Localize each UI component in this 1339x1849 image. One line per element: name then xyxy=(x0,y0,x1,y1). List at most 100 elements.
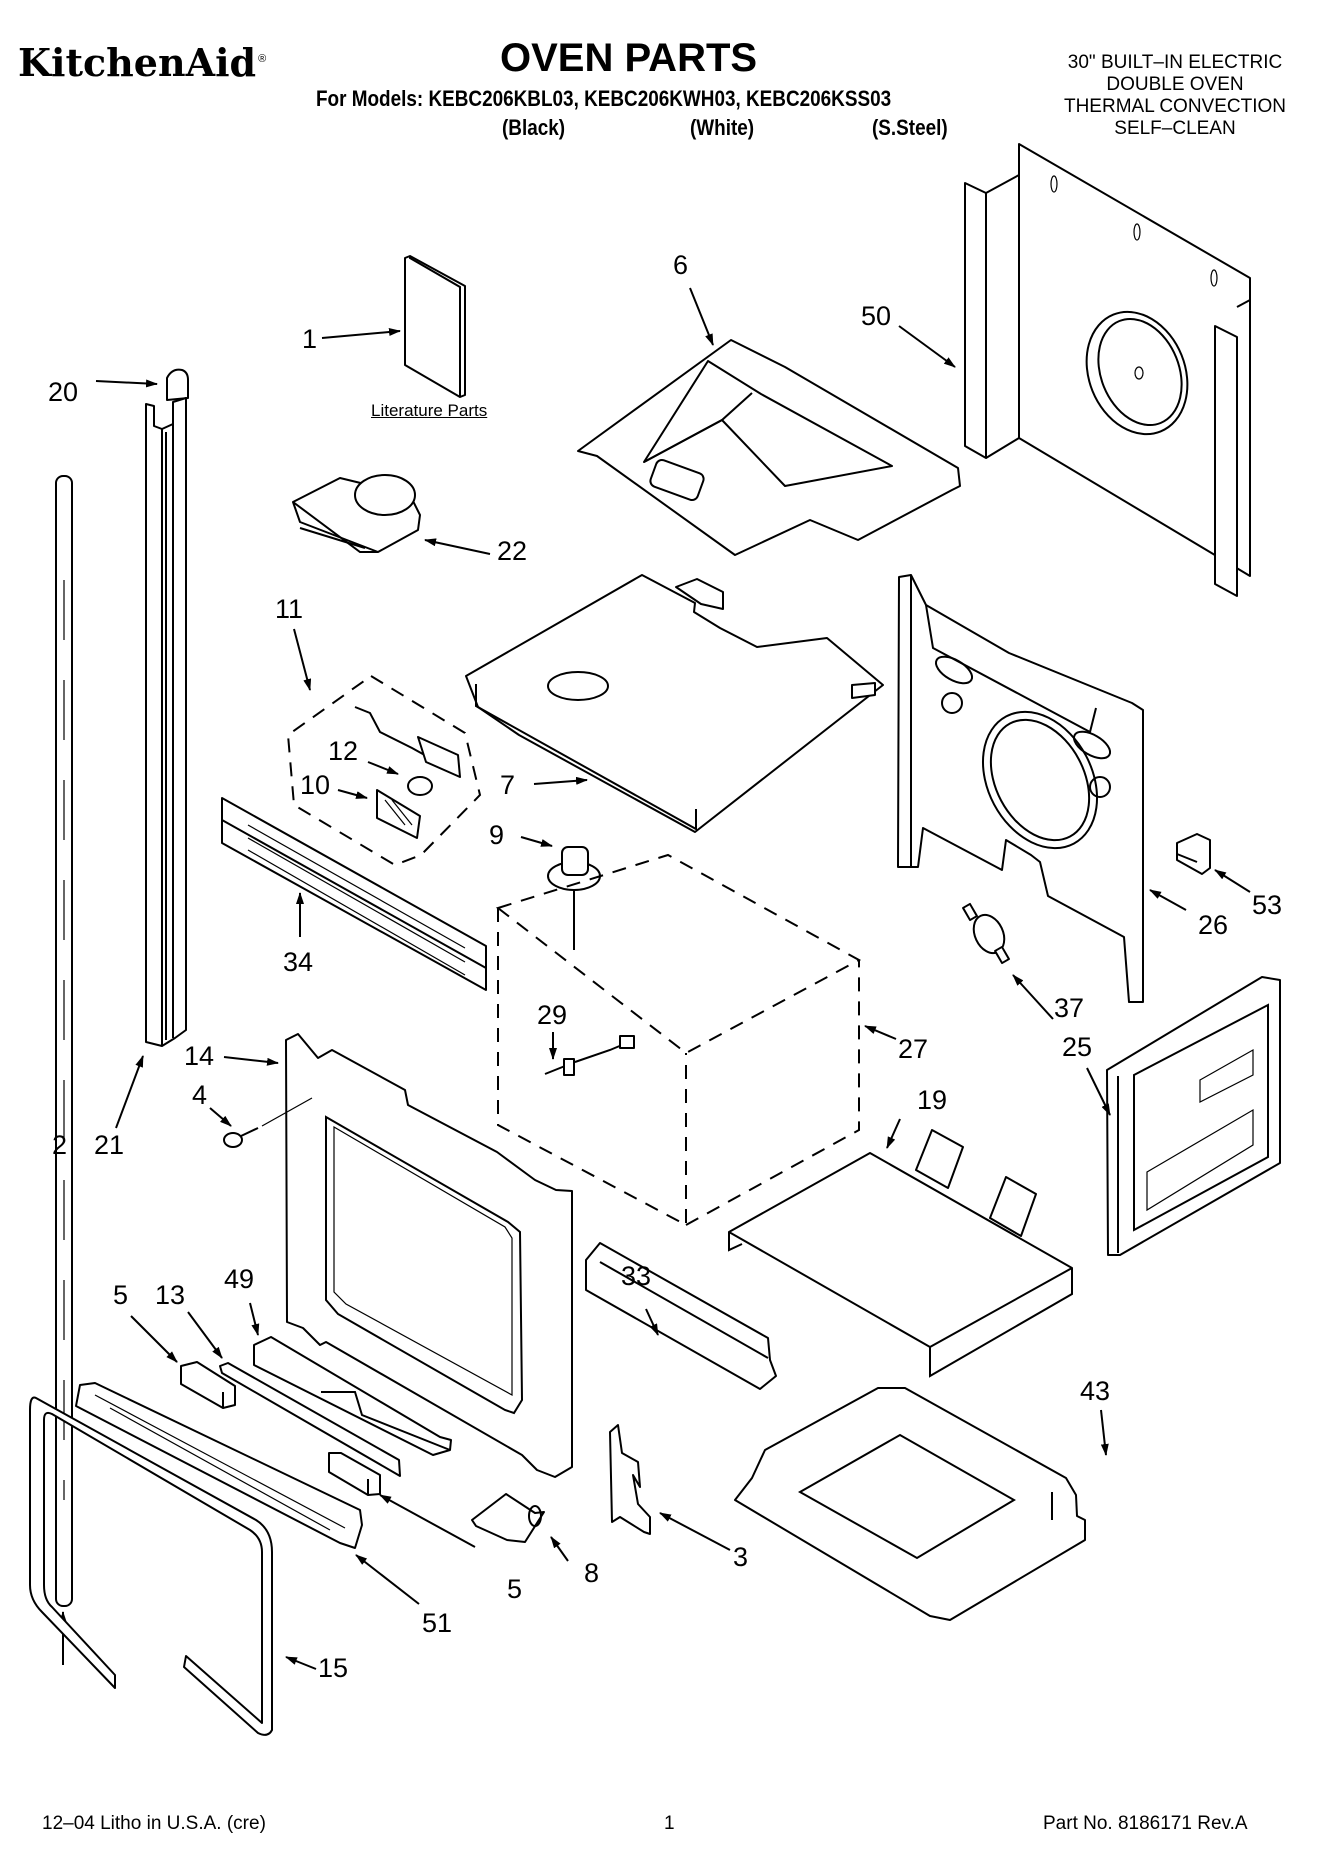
part-side-panel[interactable] xyxy=(1106,976,1281,1256)
leader-50 xyxy=(898,325,956,368)
part-vent-trim[interactable] xyxy=(75,1382,363,1549)
part-lamp-lens[interactable] xyxy=(376,789,421,839)
part-base-tray[interactable] xyxy=(734,1387,1086,1621)
part-back-plate[interactable] xyxy=(964,143,1251,597)
callout-8[interactable]: 8 xyxy=(584,1558,600,1588)
leader-13 xyxy=(187,1311,223,1359)
part-thermostat[interactable] xyxy=(962,902,1010,965)
leader-1 xyxy=(321,327,401,339)
callout-11[interactable]: 11 xyxy=(275,594,304,624)
leader-5b xyxy=(379,1494,476,1548)
callout-10[interactable]: 10 xyxy=(300,770,331,800)
description-line: SELF–CLEAN xyxy=(1114,118,1236,139)
part-vertical-rod[interactable] xyxy=(55,475,73,1607)
callout-26[interactable]: 26 xyxy=(1198,910,1229,940)
page-number: 1 xyxy=(664,1813,675,1834)
leader-37 xyxy=(1012,974,1054,1020)
callout-53[interactable]: 53 xyxy=(1252,890,1283,920)
description-line: THERMAL CONVECTION xyxy=(1063,96,1287,117)
part-top-duct-panel[interactable] xyxy=(577,339,961,556)
leader-51 xyxy=(355,1554,420,1605)
literature-parts-label: Literature Parts xyxy=(371,401,488,420)
part-spacer-block[interactable] xyxy=(328,1452,381,1496)
callout-12[interactable]: 12 xyxy=(328,736,359,766)
callout-37[interactable]: 37 xyxy=(1054,993,1085,1023)
part-door-gasket[interactable] xyxy=(29,1396,273,1736)
callout-5[interactable]: 5 xyxy=(113,1280,129,1310)
models-line: For Models: KEBC206KBL03, KEBC206KWH03, … xyxy=(316,86,892,111)
leader-49 xyxy=(249,1302,260,1336)
leader-5a xyxy=(130,1315,178,1363)
leader-20 xyxy=(95,379,158,388)
product-description: 30" BUILT–IN ELECTRIC DOUBLE OVEN THERMA… xyxy=(1030,52,1320,140)
callout-27[interactable]: 27 xyxy=(898,1034,929,1064)
part-hinge-bracket[interactable] xyxy=(609,1424,651,1535)
part-top-insulation-panel[interactable] xyxy=(465,574,884,833)
callout-3[interactable]: 3 xyxy=(733,1542,749,1572)
part-screw[interactable] xyxy=(223,1127,259,1148)
part-lamp-assembly[interactable] xyxy=(286,674,482,867)
part-spacer-block[interactable] xyxy=(180,1361,236,1409)
callout-43[interactable]: 43 xyxy=(1080,1376,1111,1406)
part-latch-motor[interactable] xyxy=(292,474,421,553)
leader-8 xyxy=(550,1536,569,1562)
part-light-bulb[interactable] xyxy=(407,776,433,796)
part-sensor-knob[interactable] xyxy=(547,846,601,950)
variant-black: (Black) xyxy=(502,115,566,140)
callout-29[interactable]: 29 xyxy=(537,1000,568,1030)
print-info: 12–04 Litho in U.S.A. (cre) xyxy=(42,1813,266,1834)
part-bottom-panel[interactable] xyxy=(728,1129,1073,1378)
leader-21 xyxy=(115,1055,144,1129)
callout-50[interactable]: 50 xyxy=(861,301,892,331)
callout-25[interactable]: 25 xyxy=(1062,1032,1093,1062)
callout-5[interactable]: 5 xyxy=(507,1574,523,1604)
part-end-cap[interactable] xyxy=(166,368,189,401)
part-oven-cavity[interactable] xyxy=(495,853,862,1227)
leader-3 xyxy=(659,1512,731,1551)
callout-9[interactable]: 9 xyxy=(489,820,505,850)
callout-51[interactable]: 51 xyxy=(422,1608,453,1638)
brand-name: KitchenAid xyxy=(18,40,257,85)
callout-1[interactable]: 1 xyxy=(302,324,318,354)
leader-11 xyxy=(293,628,312,691)
callout-7[interactable]: 7 xyxy=(500,770,516,800)
part-side-trim[interactable] xyxy=(145,397,187,1047)
callout-14[interactable]: 14 xyxy=(184,1041,215,1071)
callout-19[interactable]: 19 xyxy=(917,1085,948,1115)
callout-49[interactable]: 49 xyxy=(224,1264,255,1294)
screw-guide-line xyxy=(261,1097,313,1127)
part-clip-bracket[interactable] xyxy=(471,1493,545,1543)
part-temperature-probe[interactable] xyxy=(544,1035,635,1076)
part-literature-book[interactable] xyxy=(404,255,466,398)
callout-2[interactable]: 2 xyxy=(52,1130,68,1160)
variant-white: (White) xyxy=(690,115,755,140)
leader-15 xyxy=(285,1656,317,1670)
part-strip[interactable] xyxy=(219,1362,401,1477)
callout-33[interactable]: 33 xyxy=(621,1261,652,1291)
part-channel-bracket[interactable] xyxy=(585,1242,777,1390)
leader-7 xyxy=(533,776,588,785)
brand-logo: KitchenAid® xyxy=(18,40,266,85)
leader-22 xyxy=(424,538,491,555)
description-line: DOUBLE OVEN xyxy=(1106,74,1244,95)
part-rear-panel[interactable] xyxy=(897,574,1144,1003)
leader-33 xyxy=(645,1308,659,1336)
callout-13[interactable]: 13 xyxy=(155,1280,186,1310)
leader-14 xyxy=(223,1056,279,1066)
part-vent-grille[interactable] xyxy=(221,797,487,991)
part-number: Part No. 8186171 Rev.A xyxy=(1043,1813,1248,1834)
part-front-frame[interactable] xyxy=(285,1033,573,1478)
leader-53 xyxy=(1214,869,1251,893)
callout-34[interactable]: 34 xyxy=(283,947,314,977)
leader-6 xyxy=(689,287,714,346)
callout-20[interactable]: 20 xyxy=(48,377,79,407)
callout-4[interactable]: 4 xyxy=(192,1080,208,1110)
callout-21[interactable]: 21 xyxy=(94,1130,125,1160)
part-small-clip[interactable] xyxy=(1176,833,1211,875)
part-lower-trim-channel[interactable] xyxy=(253,1336,452,1456)
callout-15[interactable]: 15 xyxy=(318,1653,349,1683)
leader-10 xyxy=(337,789,368,799)
callout-22[interactable]: 22 xyxy=(497,536,528,566)
callout-6[interactable]: 6 xyxy=(673,250,689,280)
